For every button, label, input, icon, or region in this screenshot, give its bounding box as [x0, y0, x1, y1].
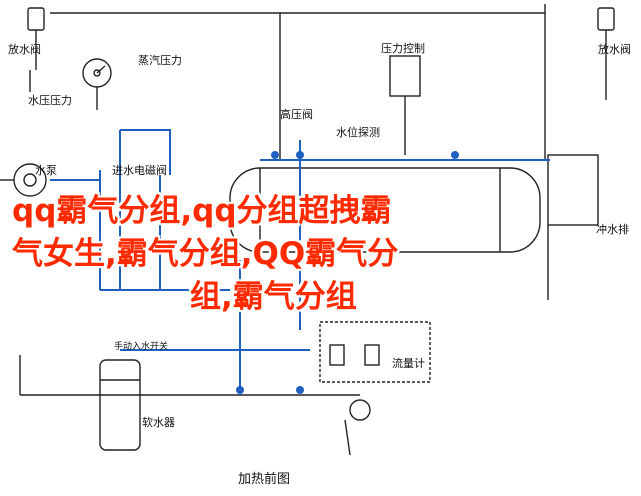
boiler-tank	[229, 167, 541, 253]
water-softener	[99, 359, 141, 451]
label-drain-valve-right: 放水阀	[598, 43, 631, 56]
label-steam-pressure: 蒸汽压力	[138, 54, 182, 67]
water-pump	[0, 163, 47, 197]
label-flow-meter: 流量计	[392, 357, 425, 370]
label-water-level-probe: 水位探测	[336, 126, 380, 139]
overlay-line-1: qq霸气分组,qq分组超拽霸	[12, 193, 392, 229]
label-drain-valve: 放水阀	[8, 43, 41, 56]
overlay-title-text: qq霸气分组,qq分组超拽霸 气女生,霸气分组,QQ霸气分 组,霸气分组	[12, 190, 612, 319]
flow-meter-group	[319, 321, 431, 383]
drain-valve-left	[27, 7, 45, 92]
pressure-control-unit	[389, 55, 421, 155]
label-water-pressure: 水压压力	[28, 94, 72, 107]
diagram-caption: 加热前图	[238, 472, 291, 487]
label-inlet-solenoid-valve: 进水电磁阀	[112, 164, 167, 177]
overlay-line-3: 组,霸气分组	[190, 279, 357, 315]
label-manual-inlet-switch: 手动入水开关	[114, 342, 169, 352]
drain-valve-right	[597, 7, 615, 100]
label-pressure-control: 压力控制	[381, 42, 425, 55]
label-flush-drain: 冲水排	[596, 223, 629, 236]
overlay-line-2: 气女生,霸气分组,QQ霸气分	[12, 236, 399, 272]
flush-drain-cabinet	[547, 154, 599, 300]
label-water-softener: 软水器	[142, 416, 175, 429]
pressure-gauge	[82, 58, 112, 110]
label-water-pump: 水泵	[35, 164, 57, 177]
label-high-pressure-valve: 高压阀	[280, 108, 313, 121]
